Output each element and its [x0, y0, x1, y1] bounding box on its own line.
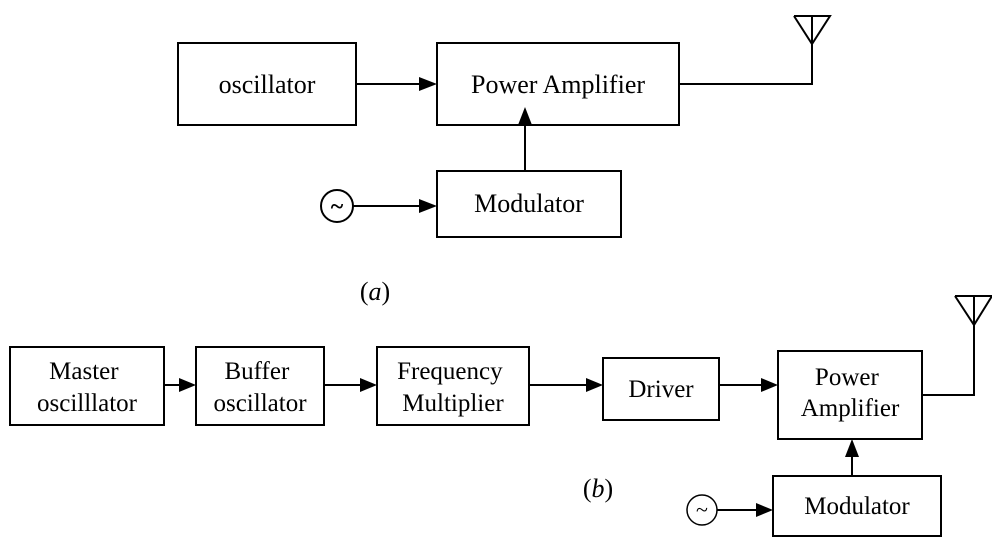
master-oscillator-label: Master oscilllator: [37, 358, 138, 417]
arrowhead-modulator-to-amplifier-a: [518, 107, 532, 125]
modulator-block-a: [436, 170, 622, 238]
diagram-a: oscillator Power Amplifier Modulator ~ (…: [177, 15, 832, 306]
arrowhead-oscillator-to-amplifier-a: [419, 77, 437, 91]
diagram-b: Master oscilllator Buffer oscillator Fre…: [9, 295, 992, 537]
arrowhead-source-to-modulator-b: [756, 503, 773, 517]
arrowhead-multiplier-to-driver: [586, 378, 603, 392]
ac-source-symbol-b: ~: [696, 497, 708, 522]
modulator-label-a: Modulator: [474, 189, 584, 218]
power-amplifier-label-a: Power Amplifier: [471, 70, 645, 99]
power-amplifier-label-b: Power Amplifier: [801, 364, 900, 422]
driver-block: [602, 357, 720, 421]
caption-b: (b): [583, 474, 613, 503]
buffer-oscillator-label: Buffer oscillator: [213, 358, 307, 417]
antenna-feed-a: [679, 44, 813, 85]
arrowhead-master-to-buffer: [179, 378, 196, 392]
arrowhead-driver-to-amplifier: [761, 378, 778, 392]
arrowhead-modulator-to-amplifier-b: [845, 439, 859, 457]
modulator-block-b: [772, 475, 942, 537]
antenna-icon: [793, 15, 832, 46]
ac-source-symbol-a: ~: [331, 194, 344, 220]
caption-a: (a): [360, 277, 390, 306]
antenna-feed-b: [922, 325, 975, 396]
frequency-multiplier-label: Frequency Multiplier: [397, 358, 509, 417]
modulator-label-b: Modulator: [804, 493, 910, 520]
driver-label: Driver: [628, 376, 694, 403]
antenna-icon: [954, 295, 992, 327]
oscillator-block-a: [177, 42, 357, 126]
frequency-multiplier-block: [376, 346, 530, 426]
power-amplifier-block-a: [436, 42, 680, 126]
oscillator-label-a: oscillator: [219, 70, 316, 99]
arrowhead-buffer-to-multiplier: [360, 378, 377, 392]
power-amplifier-block-b: [777, 350, 923, 440]
arrowhead-source-to-modulator-a: [419, 199, 437, 213]
